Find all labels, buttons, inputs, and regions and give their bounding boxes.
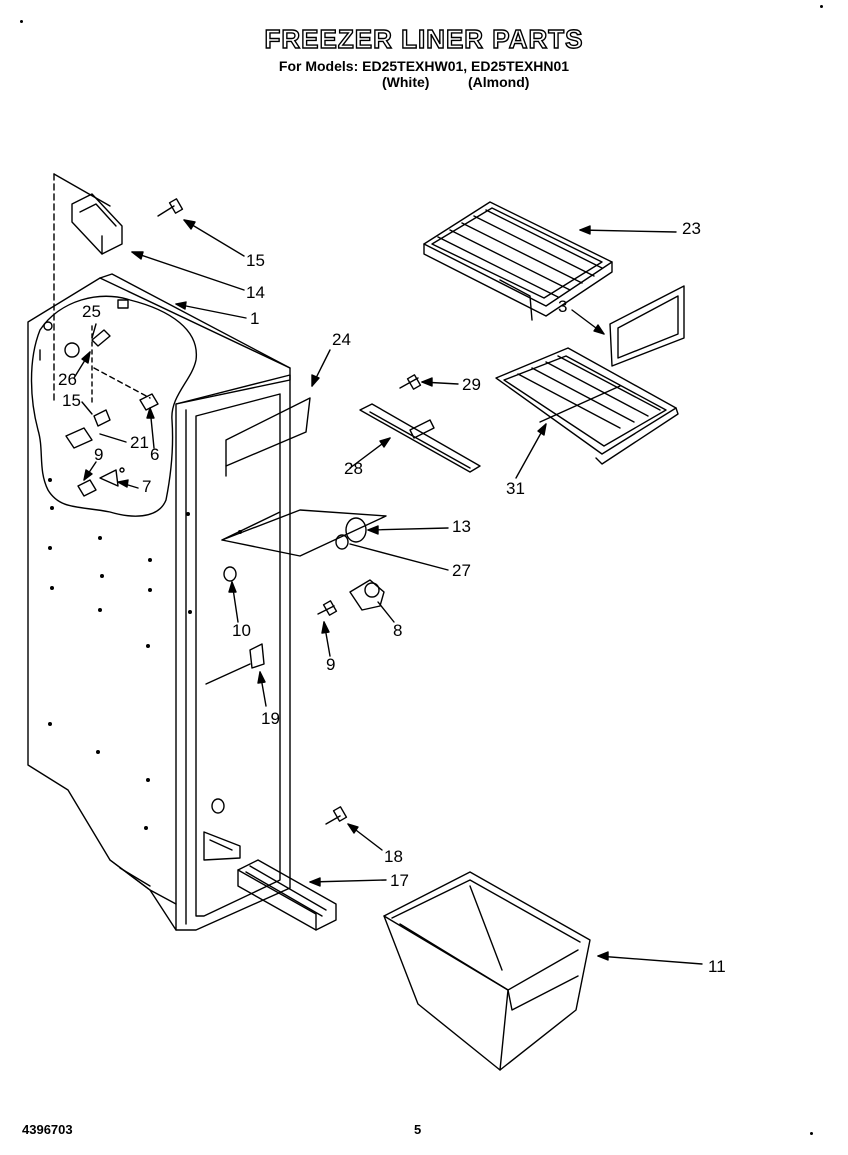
callout-c-25: 25	[82, 302, 101, 321]
callout-c-14: 14	[246, 283, 265, 302]
callout-c-1: 1	[250, 309, 259, 328]
variant-white: (White)	[382, 74, 430, 90]
page-number: 5	[414, 1122, 422, 1137]
trim-part-24	[225, 397, 311, 477]
corner-mark	[820, 5, 823, 8]
callout-c-8: 8	[393, 621, 402, 640]
callout-c-13: 13	[452, 517, 471, 536]
cutaway-region	[30, 295, 197, 517]
callout-c-31: 31	[506, 479, 525, 498]
wire-shelf-part-31	[495, 347, 679, 465]
screw-part-29	[399, 374, 422, 390]
freezer-liner-cabinet	[27, 273, 291, 931]
callout-c-21: 21	[130, 433, 149, 452]
bracket-part-14	[71, 193, 123, 255]
callout-c-27: 27	[452, 561, 471, 580]
callout-c-9b: 9	[326, 655, 335, 674]
parts-8-9	[317, 579, 385, 616]
callout-c-6: 6	[150, 445, 159, 464]
callout-c-18: 18	[384, 847, 403, 866]
callout-c-15b: 15	[62, 391, 81, 410]
callout-c-7: 7	[142, 477, 151, 496]
leader-line	[53, 173, 111, 207]
document-number: 4396703	[22, 1122, 73, 1137]
variant-almond: (Almond)	[468, 74, 530, 90]
callout-c-11: 11	[708, 957, 726, 976]
callout-c-24: 24	[332, 330, 351, 349]
callout-c-26: 26	[58, 370, 77, 389]
plug-part-10	[223, 566, 237, 582]
rail-part-28	[359, 403, 481, 473]
callout-c-9a: 9	[94, 445, 103, 464]
callout-c-17: 17	[390, 871, 409, 890]
corner-mark	[20, 20, 23, 23]
callout-c-19: 19	[261, 709, 280, 728]
bin-part-11	[383, 871, 591, 1071]
screw-part-18	[325, 806, 348, 825]
callout-c-3: 3	[558, 297, 567, 316]
parts-13-27	[221, 509, 387, 557]
leader-lines	[73, 219, 703, 965]
page-title: FREEZER LINER PARTS	[264, 23, 584, 54]
wire-shelf-part-23	[423, 201, 613, 321]
callout-c-28: 28	[344, 459, 363, 478]
callout-c-29: 29	[462, 375, 481, 394]
panel-part-3	[609, 285, 685, 367]
clip-part-19	[249, 643, 265, 669]
small-components	[39, 299, 159, 497]
grille-part-17	[237, 859, 337, 931]
callout-c-10: 10	[232, 621, 251, 640]
screw-part-15-top	[157, 198, 184, 217]
callout-c-23: 23	[682, 219, 701, 238]
callout-c-15a: 15	[246, 251, 265, 270]
corner-mark	[810, 1132, 813, 1135]
models-line: For Models: ED25TEXHW01, ED25TEXHN01	[278, 58, 570, 74]
